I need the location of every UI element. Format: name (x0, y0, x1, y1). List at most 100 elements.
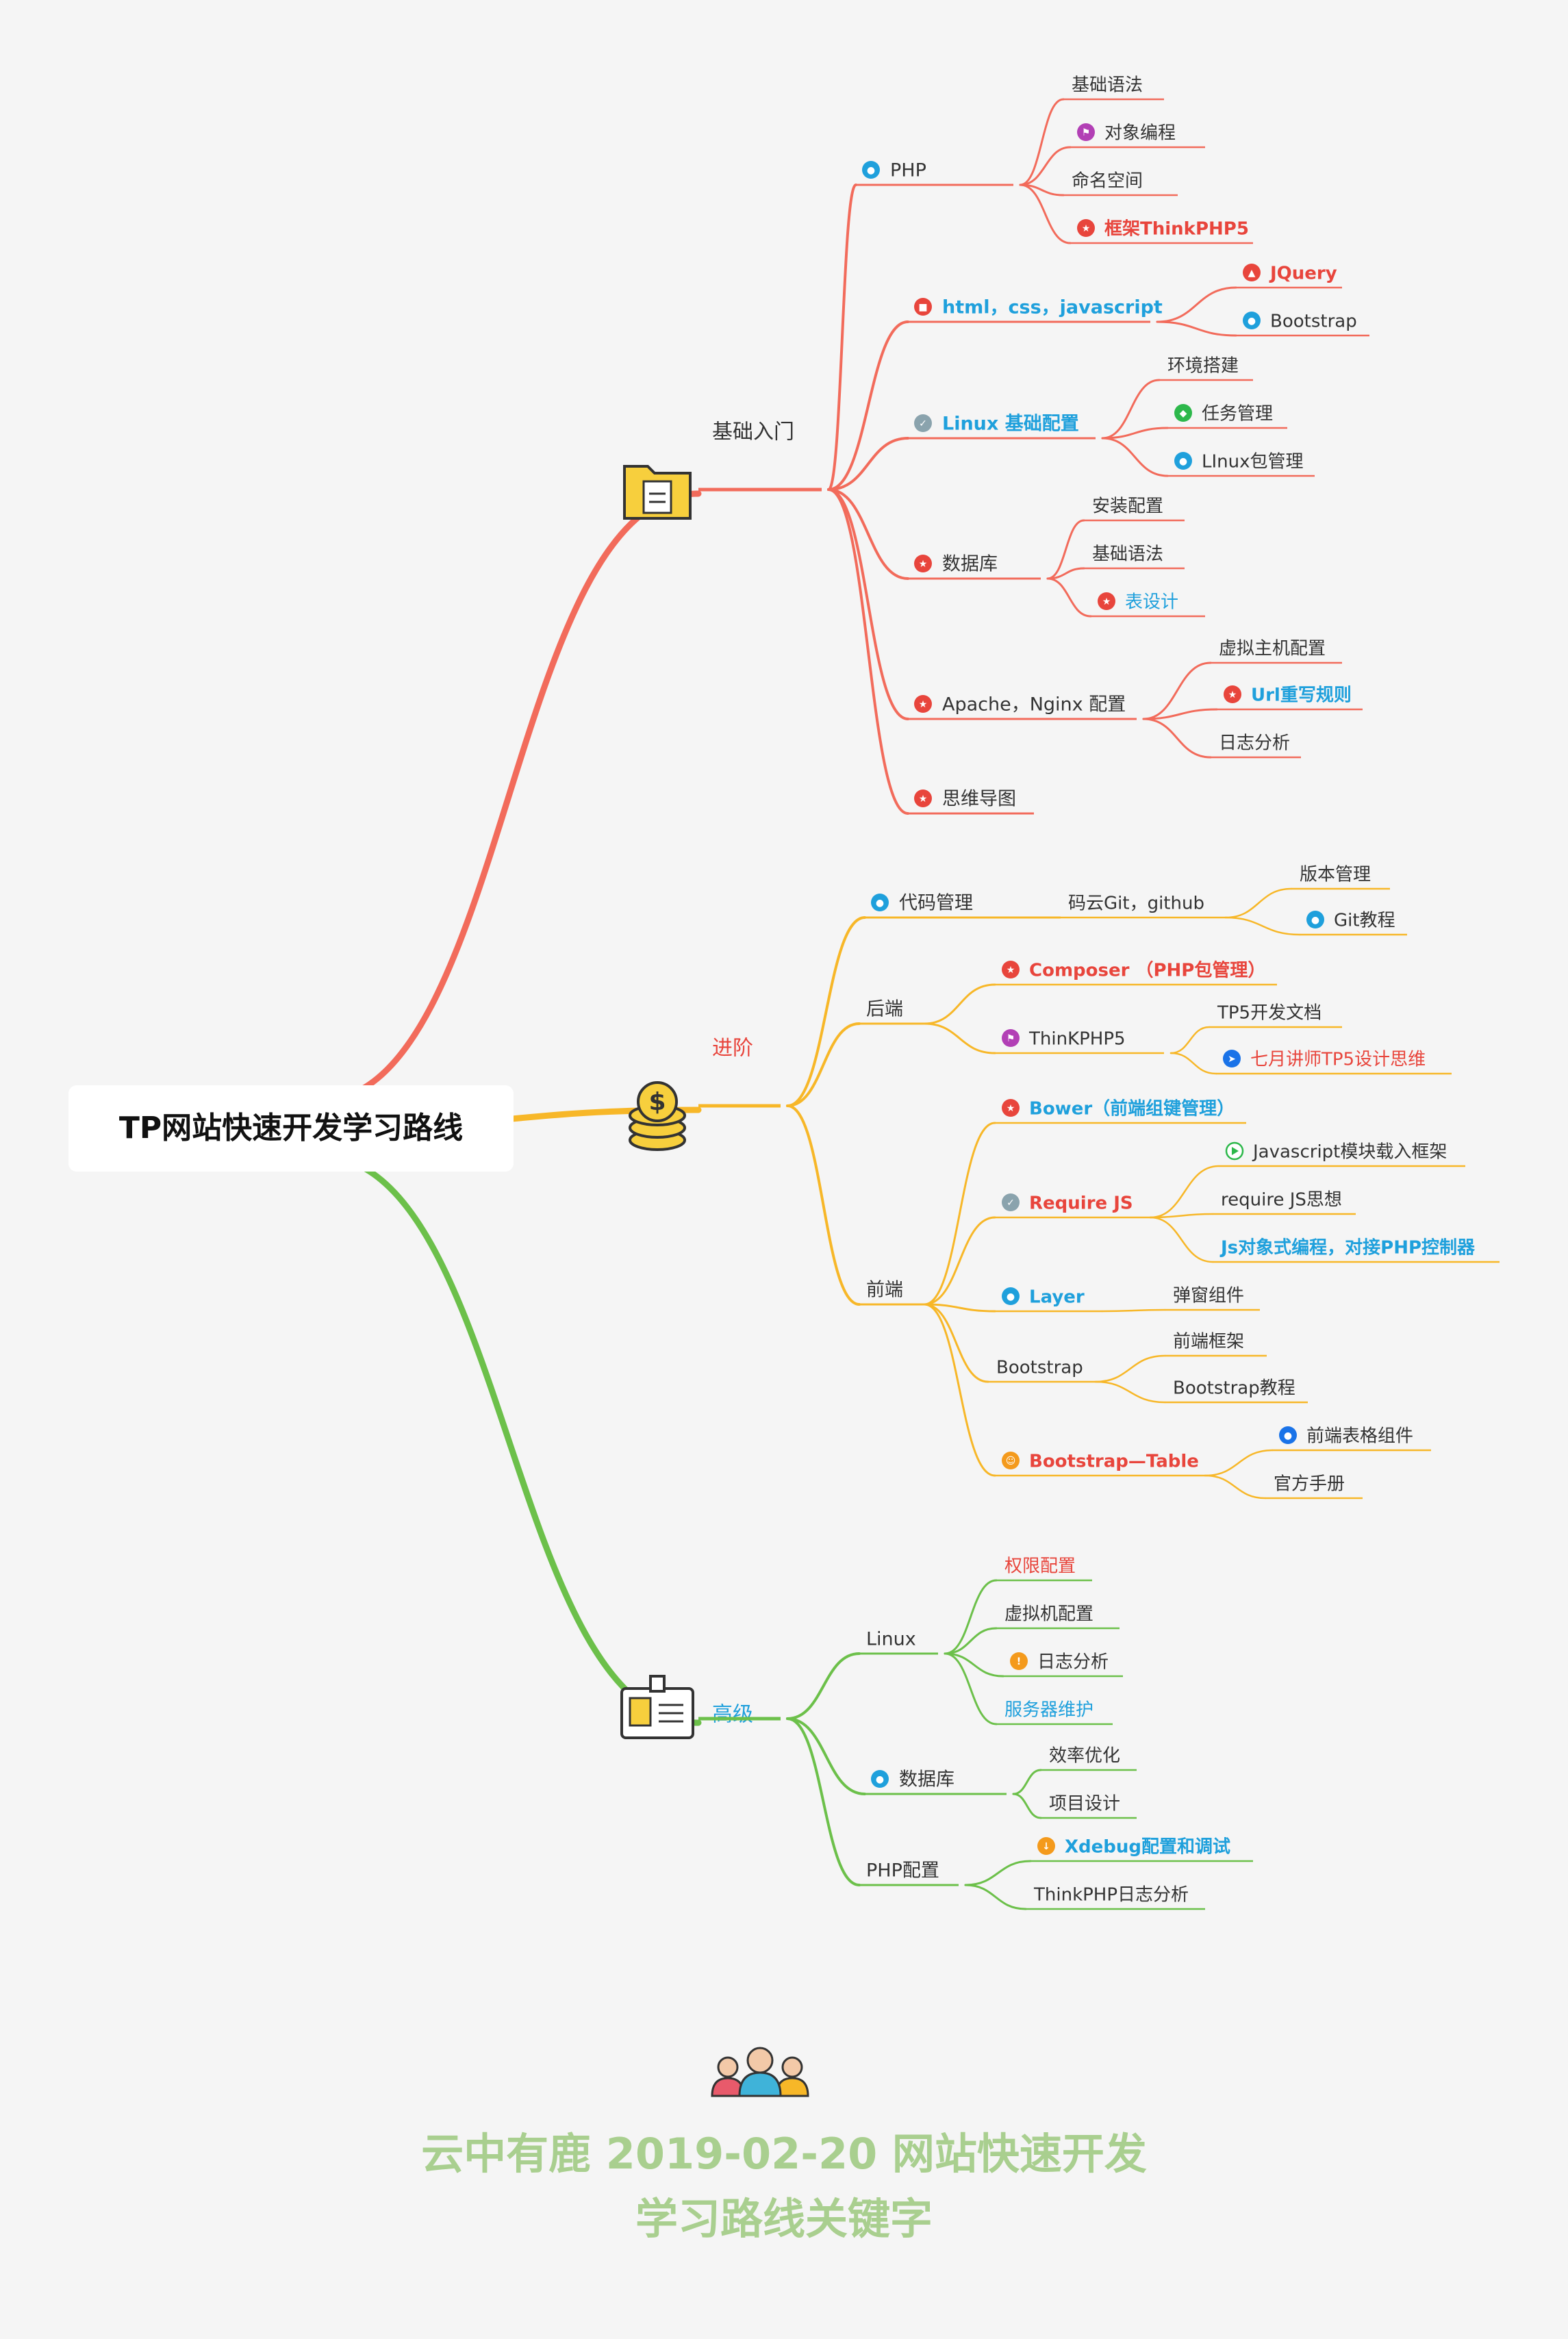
subtopic-label[interactable]: 数据库 (942, 554, 998, 575)
leaf-label[interactable]: Xdebug配置和调试 (1065, 1837, 1230, 1858)
star-icon: ★ (1002, 961, 1020, 978)
leaf-label[interactable]: 官方手册 (1274, 1474, 1345, 1495)
branch-line (786, 1717, 861, 1886)
leaf-label[interactable]: Require JS (1029, 1193, 1133, 1214)
leaf-label[interactable]: Bootstrap (996, 1358, 1083, 1378)
leaf-label[interactable]: 表设计 (1125, 592, 1178, 613)
leaf-label[interactable]: 日志分析 (1037, 1652, 1109, 1673)
leaf-label[interactable]: Javascript模块载入框架 (1252, 1142, 1447, 1163)
leaf-label[interactable]: Js对象式编程，对接PHP控制器 (1219, 1237, 1476, 1259)
leaf-label[interactable]: 虚拟机配置 (1004, 1604, 1093, 1625)
svg-text:⚑: ⚑ (1007, 1033, 1015, 1044)
branch-line (786, 1104, 861, 1306)
subtopic-label[interactable]: 前端 (866, 1280, 903, 1301)
leaf-line (964, 1860, 1032, 1886)
svg-text:★: ★ (1082, 223, 1091, 234)
leaf-label[interactable]: Bower（前端组键管理） (1029, 1098, 1235, 1120)
leaf-line (923, 1122, 996, 1306)
svg-text:●: ● (1179, 456, 1187, 467)
leaf-label[interactable]: Bootstrap (1270, 312, 1357, 332)
leaf-label[interactable]: 前端表格组件 (1306, 1426, 1413, 1447)
leaf-label[interactable]: 项目设计 (1049, 1794, 1120, 1815)
leaf-label[interactable]: 服务器维护 (1004, 1700, 1093, 1721)
leaf-line (1101, 427, 1169, 440)
leaf-label[interactable]: Layer (1029, 1287, 1085, 1308)
leaf-line (1169, 1026, 1211, 1054)
leaf-line (1149, 1213, 1214, 1219)
svg-text:●: ● (1311, 915, 1319, 926)
star-icon: ★ (1098, 592, 1115, 610)
leaf-label[interactable]: 框架ThinkPHP5 (1104, 219, 1249, 240)
footer-line-2: 学习路线关键字 (635, 2194, 933, 2244)
leaf-label[interactable]: 基础语法 (1072, 75, 1143, 96)
leaf-label[interactable]: Bootstrap—Table (1029, 1452, 1199, 1472)
leaf-label[interactable]: 弹窗组件 (1173, 1286, 1244, 1306)
leaf-label[interactable]: TP5开发文档 (1217, 1003, 1322, 1024)
leaf-label[interactable]: 对象编程 (1104, 123, 1176, 144)
leaf-label[interactable]: 七月讲师TP5设计思维 (1250, 1050, 1426, 1070)
topic-label[interactable]: 高级 (712, 1703, 753, 1727)
branch-line (786, 1652, 861, 1720)
leaf-label[interactable]: ThinKPHP5 (1028, 1029, 1126, 1050)
leaf-label[interactable]: 任务管理 (1202, 404, 1273, 425)
branch-line (827, 320, 909, 491)
svg-text:✓: ✓ (1007, 1198, 1015, 1209)
branch-line (827, 488, 909, 580)
leaf-label[interactable]: 权限配置 (1004, 1556, 1076, 1577)
topic-label[interactable]: 进阶 (712, 1037, 753, 1061)
subtopic-label[interactable]: html，css，javascript (942, 297, 1163, 318)
leaf-label[interactable]: 安装配置 (1092, 496, 1163, 517)
svg-text:■: ■ (918, 302, 927, 313)
smile-icon: ☺ (1002, 1452, 1020, 1469)
root-node[interactable] (68, 1085, 514, 1172)
leaf-line (1094, 1380, 1166, 1404)
star-icon: ★ (914, 789, 932, 807)
star-icon: ★ (1077, 219, 1095, 237)
leaf-label[interactable]: LInux包管理 (1202, 452, 1304, 472)
leaf-label[interactable]: Composer （PHP包管理） (1029, 960, 1265, 981)
subtopic-label[interactable]: 后端 (866, 999, 903, 1020)
leaf-label[interactable]: 效率优化 (1049, 1746, 1120, 1767)
leaf-label[interactable]: Git教程 (1334, 911, 1395, 931)
subtopic-label[interactable]: Linux 基础配置 (942, 414, 1079, 435)
leaf-line (1224, 916, 1301, 936)
leaf-label[interactable]: 命名空间 (1072, 171, 1143, 192)
leaf-label[interactable]: Bootstrap教程 (1173, 1378, 1295, 1399)
leaf-label[interactable]: 日志分析 (1219, 733, 1290, 754)
leaf-label[interactable]: 基础语法 (1092, 544, 1163, 565)
leaf-line (1012, 1769, 1042, 1795)
play-icon (1225, 1141, 1244, 1161)
leaf-label[interactable]: 前端框架 (1173, 1332, 1244, 1352)
leaf-label[interactable]: 虚拟主机配置 (1219, 639, 1326, 659)
leaf-label[interactable]: 版本管理 (1300, 865, 1371, 885)
subtopic-label[interactable]: 数据库 (899, 1769, 954, 1791)
root-title: TP网站快速开发学习路线 (119, 1111, 463, 1146)
check-icon: ✓ (1002, 1193, 1020, 1211)
subtopic-label[interactable]: Apache，Nginx 配置 (942, 694, 1126, 716)
topic-label[interactable]: 基础入门 (712, 420, 794, 444)
subtopic-label[interactable]: 思维导图 (942, 789, 1016, 810)
leaf-label[interactable]: JQuery (1269, 264, 1337, 284)
branch-line (827, 488, 909, 815)
svg-text:●: ● (876, 1774, 884, 1785)
svg-text:$: $ (648, 1088, 666, 1116)
user-icon: ● (1243, 312, 1261, 329)
subtopic-label[interactable]: PHP (890, 160, 926, 181)
leaf-label[interactable]: 码云Git，github (1068, 894, 1204, 914)
svg-text:●: ● (1284, 1430, 1292, 1441)
folder-icon (623, 465, 692, 520)
team-icon (711, 2047, 809, 2097)
leaf-line (1224, 887, 1293, 919)
svg-text:★: ★ (1102, 596, 1111, 607)
leaf-label[interactable]: 环境搭建 (1167, 356, 1239, 377)
leaf-label[interactable]: ThinkPHP日志分析 (1033, 1885, 1189, 1906)
svg-text:✓: ✓ (919, 418, 927, 429)
leaf-label[interactable]: Url重写规则 (1251, 685, 1352, 706)
subtopic-label[interactable]: 代码管理 (899, 893, 973, 914)
leaf-label[interactable]: require JS思想 (1221, 1190, 1342, 1211)
svg-text:●: ● (876, 898, 884, 909)
branch-line (786, 1717, 866, 1795)
subtopic-label[interactable]: PHP配置 (866, 1860, 939, 1882)
subtopic-label[interactable]: Linux (866, 1629, 916, 1650)
svg-text:!: ! (1017, 1656, 1021, 1667)
